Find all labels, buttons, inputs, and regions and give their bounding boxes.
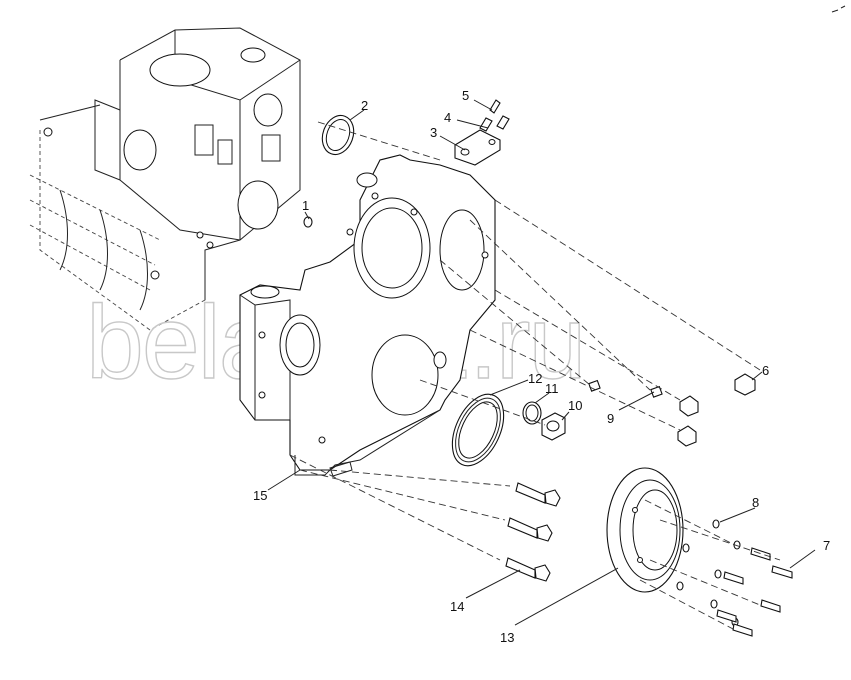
gear-cover — [239, 154, 496, 477]
plug — [541, 412, 566, 441]
long-bolts — [505, 482, 561, 582]
callout-1: 1 — [302, 198, 309, 213]
flange-and-bolts — [454, 99, 510, 166]
callout-9: 9 — [607, 411, 614, 426]
rear-seal — [451, 393, 505, 467]
callout-4: 4 — [444, 110, 451, 125]
bearing-housing — [606, 467, 684, 593]
callout-8: 8 — [752, 495, 759, 510]
callout-5: 5 — [462, 88, 469, 103]
callout-3: 3 — [430, 125, 437, 140]
callout-6: 6 — [762, 363, 769, 378]
callout-labels: 1 2 3 4 5 6 7 8 9 10 11 12 13 14 15 — [253, 88, 830, 645]
callout-15: 15 — [253, 488, 267, 503]
dowel-pin — [303, 216, 313, 228]
callout-7: 7 — [823, 538, 830, 553]
bolts — [677, 373, 756, 447]
leader-lines — [267, 99, 816, 626]
corner-mark — [831, 5, 846, 13]
small-bolts-and-washers — [676, 519, 793, 637]
callout-10: 10 — [568, 398, 582, 413]
callout-12: 12 — [528, 371, 542, 386]
callout-11: 11 — [545, 381, 559, 396]
callout-14: 14 — [450, 599, 464, 614]
assembly-lines — [289, 121, 781, 631]
callout-2: 2 — [361, 98, 368, 113]
callout-13: 13 — [500, 630, 514, 645]
engine-block — [29, 27, 301, 331]
dowels — [588, 379, 663, 398]
